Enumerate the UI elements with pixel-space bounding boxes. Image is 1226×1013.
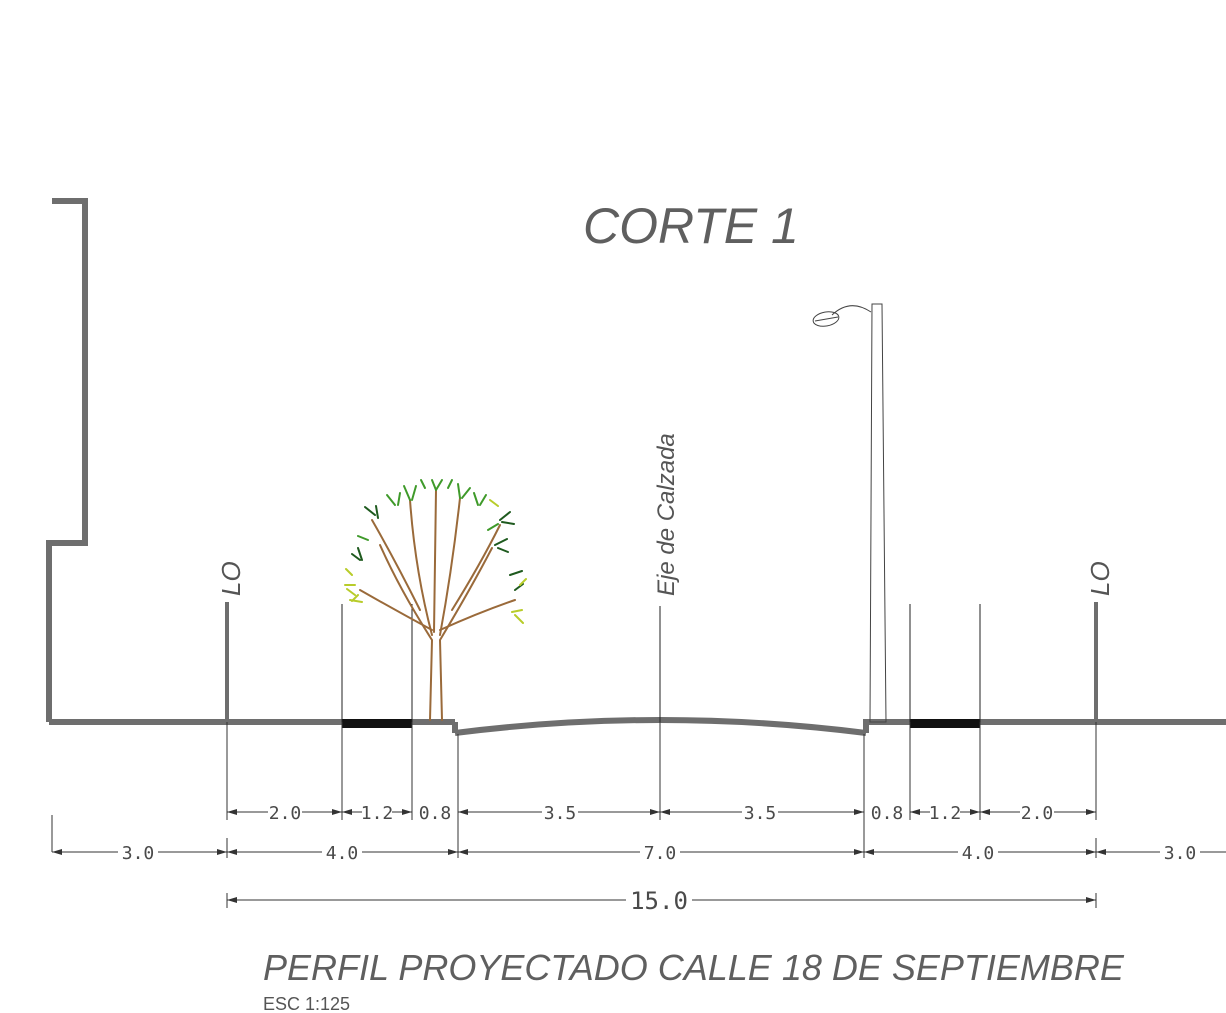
dim-walk-right-total: 4.0 — [962, 843, 995, 864]
building-outline — [46, 198, 88, 722]
dimension-arrows — [52, 809, 1106, 903]
sidewalk-strip-left — [342, 719, 412, 728]
dim-sidewalk-right: 2.0 — [1021, 803, 1054, 824]
axis-label: Eje de Calzada — [653, 433, 680, 596]
property-line-right-label: LO — [1085, 561, 1115, 596]
dim-curb-left: 0.8 — [419, 803, 452, 824]
profile-subtitle: PERFIL PROYECTADO CALLE 18 DE SEPTIEMBRE — [263, 947, 1125, 988]
section-title: CORTE 1 — [583, 198, 799, 254]
dim-planter-right: 1.2 — [929, 803, 962, 824]
street-lamp-icon — [812, 303, 887, 723]
property-line-left-label: LO — [216, 561, 246, 596]
sidewalk-strip-right — [910, 719, 980, 728]
dim-lane-right: 3.5 — [744, 803, 777, 824]
dimension-lines — [51, 722, 1226, 908]
dim-total-width: 15.0 — [630, 887, 688, 915]
dim-sidewalk-left: 2.0 — [269, 803, 302, 824]
dim-roadway: 7.0 — [644, 843, 677, 864]
dim-curb-right: 0.8 — [871, 803, 904, 824]
dim-walk-left-total: 4.0 — [326, 843, 359, 864]
reference-lines — [341, 604, 981, 722]
dim-setback-right: 3.0 — [1164, 843, 1197, 864]
tree-icon — [344, 479, 527, 721]
dim-setback-left: 3.0 — [122, 843, 155, 864]
scale-note: ESC 1:125 — [263, 994, 350, 1013]
dim-planter-left: 1.2 — [361, 803, 394, 824]
dim-lane-left: 3.5 — [544, 803, 577, 824]
